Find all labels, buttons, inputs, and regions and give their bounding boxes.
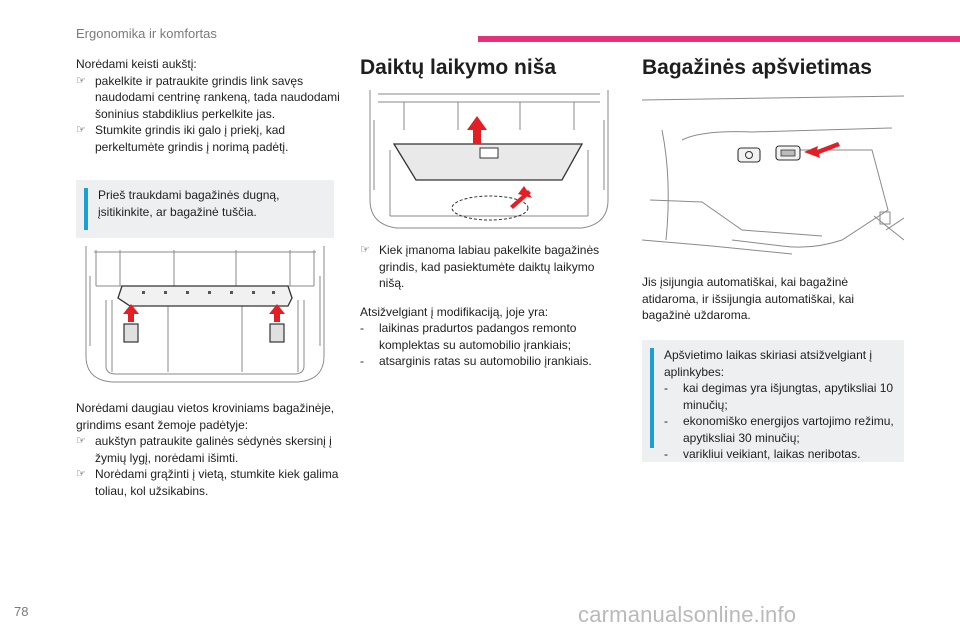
lighting-note: Apšvietimo laikas skiriasi atsižvelgiant… <box>664 347 898 463</box>
height-instructions: Norėdami keisti aukštį: ☞ pakelkite ir p… <box>76 56 346 155</box>
info-bar-icon <box>84 188 88 230</box>
step-item: ☞ pakelkite ir patraukite grindis link s… <box>76 73 340 121</box>
list-item: -kai degimas yra išjungtas, apytiksliai … <box>664 381 894 412</box>
header-accent-bar <box>478 36 960 42</box>
more-space-instructions: Norėdami daugiau vietos kroviniams bagaž… <box>76 400 346 499</box>
pointing-finger-icon: ☞ <box>76 435 86 447</box>
lighting-note-box: Apšvietimo laikas skiriasi atsižvelgiant… <box>642 340 904 462</box>
section-title: Ergonomika ir komfortas <box>76 26 217 41</box>
page-number: 78 <box>14 604 29 619</box>
info-bar-icon <box>650 348 654 448</box>
pointing-finger-icon: ☞ <box>76 124 86 136</box>
step-item: ☞ aukštyn patraukite galinės sėdynės ske… <box>76 434 332 465</box>
storage-compartment-illustration <box>360 90 618 230</box>
note-text: Prieš traukdami bagažinės dugną, įsitiki… <box>98 188 280 219</box>
storage-text: ☞ Kiek įmanoma labiau pakelkite bagažinė… <box>360 242 622 370</box>
pointing-finger-icon: ☞ <box>76 468 86 480</box>
more-space-text: Norėdami daugiau vietos kroviniams bagaž… <box>76 401 335 432</box>
floor-removal-illustration <box>76 246 334 384</box>
note-box: Prieš traukdami bagažinės dugną, įsitiki… <box>76 180 334 238</box>
variant-text: Atsižvelgiant į modifikaciją, joje yra: <box>360 304 549 319</box>
list-item: -ekonomiško energijos vartojimo režimu, … <box>664 414 894 445</box>
storage-heading: Daiktų laikymo niša <box>360 56 557 79</box>
lighting-heading: Bagažinės apšvietimas <box>642 56 872 79</box>
list-item: -laikinas pradurtos padangos remonto kom… <box>360 321 577 352</box>
boot-light-illustration <box>641 90 905 262</box>
list-item: -atsarginis ratas su automobilio įrankia… <box>360 354 592 368</box>
watermark: carmanualsonline.info <box>578 602 797 627</box>
intro-text: Norėdami keisti aukštį: <box>76 57 197 71</box>
pointing-finger-icon: ☞ <box>360 244 370 256</box>
step-item: ☞ Kiek įmanoma labiau pakelkite bagažinė… <box>360 243 600 290</box>
pointing-finger-icon: ☞ <box>76 74 86 87</box>
step-item: ☞ Stumkite grindis iki galo į priekį, ka… <box>76 123 289 154</box>
list-item: -varikliui veikiant, laikas neribotas. <box>664 447 861 461</box>
step-item: ☞ Norėdami grąžinti į vietą, stumkite ki… <box>76 467 339 498</box>
lighting-text: Jis įsijungia automatiškai, kai bagažinė… <box>642 275 855 322</box>
